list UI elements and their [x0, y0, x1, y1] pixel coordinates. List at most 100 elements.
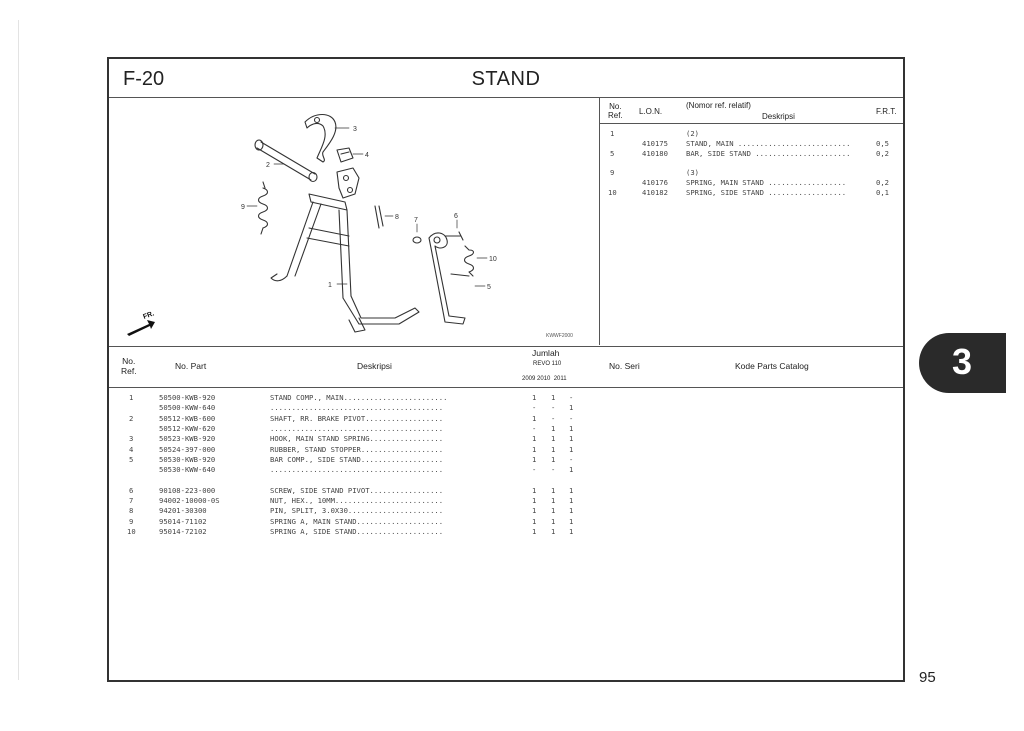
ref-row-frt: 0,1	[876, 188, 889, 197]
row-q2011: 1	[569, 465, 574, 475]
row-q2009: 1	[532, 454, 537, 464]
row-q2010: 1	[551, 516, 556, 526]
svg-text:FR.: FR.	[142, 310, 155, 320]
row-q2009: 1	[532, 496, 537, 505]
row-part: 50524-397-000	[159, 444, 216, 454]
row-desc: SPRING A, SIDE STAND....................	[270, 526, 444, 536]
row-q2010: 1	[551, 506, 556, 516]
row-desc: ........................................	[270, 423, 444, 433]
page-title: STAND	[471, 68, 541, 90]
row-ref: 8	[129, 506, 134, 516]
row-q2010: 1	[551, 496, 556, 505]
ref-row-lon: 410182	[642, 188, 668, 197]
row-desc: ........................................	[270, 403, 444, 413]
ref-row-ref: 9	[610, 168, 615, 177]
row-part: 50500-KWW-640	[159, 403, 216, 413]
row-q2011: -	[569, 393, 574, 402]
ref-header-note: (Nomor ref. relatif)	[686, 101, 751, 110]
row-part: 95014-71102	[159, 516, 207, 526]
catalog-frame: STAND F-20	[107, 57, 905, 682]
rubber-stand-stopper	[336, 147, 354, 163]
spring-main-stand	[257, 187, 269, 229]
row-ref: 3	[129, 434, 134, 444]
col-years: 2009 2010 2011	[522, 376, 567, 382]
callout-4: 4	[365, 152, 369, 159]
row-part: 50530-KWB-920	[159, 454, 216, 464]
ref-row-desc: SPRING, SIDE STAND ..................	[686, 188, 847, 197]
figure-code: F-20	[123, 68, 165, 90]
side-stand-bar	[428, 232, 466, 325]
ref-row-ref: 5	[610, 149, 615, 158]
row-q2010: 1	[551, 444, 556, 454]
spring-side-stand	[463, 245, 475, 277]
ref-row-ref: 1	[610, 129, 615, 138]
row-ref: 7	[129, 496, 134, 505]
col-no-seri: No. Seri	[609, 361, 640, 371]
ref-header-no-ref: No. Ref.	[608, 102, 623, 120]
front-arrow-icon: FR.	[127, 310, 155, 336]
row-q2009: 1	[532, 444, 537, 454]
page-header: STAND F-20	[109, 59, 903, 98]
row-desc: STAND COMP., MAIN.......................…	[270, 393, 448, 402]
col-no-ref: No. Ref.	[121, 356, 137, 376]
ref-row-desc: SPRING, MAIN STAND ..................	[686, 178, 847, 187]
row-q2010: 1	[551, 454, 556, 464]
row-desc: PIN, SPLIT, 3.0X30......................	[270, 506, 444, 516]
ref-header-lon: L.O.N.	[639, 107, 663, 116]
col-desc: Deskripsi	[357, 361, 392, 371]
row-ref: 5	[129, 454, 134, 464]
section-tab: 3	[919, 333, 1006, 393]
ref-row-desc: BAR, SIDE STAND ......................	[686, 149, 851, 158]
row-q2011: 1	[569, 485, 574, 495]
row-desc: RUBBER, STAND STOPPER...................	[270, 444, 444, 454]
main-stand-bracket	[336, 167, 360, 199]
row-ref: 2	[129, 413, 134, 423]
main-stand	[308, 193, 348, 211]
row-part: 94201-30300	[159, 506, 207, 516]
row-q2009: -	[532, 403, 537, 413]
row-q2009: 1	[532, 485, 537, 495]
row-q2010: 1	[551, 526, 556, 536]
ref-row-frt: 0,5	[876, 139, 889, 148]
row-ref: 9	[129, 516, 134, 526]
callout-9: 9	[241, 204, 245, 211]
section-tab-number: 3	[952, 341, 973, 382]
row-ref: 1	[129, 393, 134, 402]
callout-1: 1	[328, 282, 332, 289]
row-q2011: 1	[569, 444, 574, 454]
row-q2010: -	[551, 465, 556, 475]
ref-row-frt: 0,2	[876, 178, 889, 187]
ref-row-lon: 410180	[642, 149, 668, 158]
diagram-code: KWWF2000	[546, 333, 573, 339]
row-q2009: 1	[532, 434, 537, 444]
row-q2010: 1	[551, 434, 556, 444]
col-kode: Kode Parts Catalog	[735, 361, 809, 371]
reference-panel: No. Ref. L.O.N. (Nomor ref. relatif) Des…	[600, 98, 903, 345]
row-q2010: 1	[551, 485, 556, 495]
callout-10: 10	[489, 256, 497, 263]
col-no-part: No. Part	[175, 361, 207, 371]
row-q2011: -	[569, 454, 574, 464]
callout-8: 8	[395, 214, 399, 221]
row-part: 94002-10000-0S	[159, 496, 220, 505]
ref-row-desc: (2)	[686, 129, 699, 138]
ref-header-rule	[600, 123, 903, 124]
row-q2009: 1	[532, 516, 537, 526]
row-part: 50500-KWB-920	[159, 393, 216, 402]
callout-3: 3	[353, 126, 357, 133]
row-q2011: 1	[569, 403, 574, 413]
callout-2: 2	[266, 162, 270, 169]
callout-6: 6	[454, 213, 458, 220]
col-model: REVO 110	[533, 361, 562, 367]
row-desc: SHAFT, RR. BRAKE PIVOT..................	[270, 413, 444, 423]
row-q2011: 1	[569, 516, 574, 526]
ref-row-frt: 0,2	[876, 149, 889, 158]
ref-row-desc: (3)	[686, 168, 699, 177]
row-q2011: 1	[569, 434, 574, 444]
row-desc: BAR COMP., SIDE STAND...................	[270, 454, 444, 464]
row-q2010: 1	[551, 423, 556, 433]
ref-header-frt: F.R.T.	[876, 107, 897, 116]
shaft-brake-pivot	[256, 141, 316, 181]
row-desc: HOOK, MAIN STAND SPRING.................	[270, 434, 444, 444]
row-part: 50523-KWB-920	[159, 434, 216, 444]
